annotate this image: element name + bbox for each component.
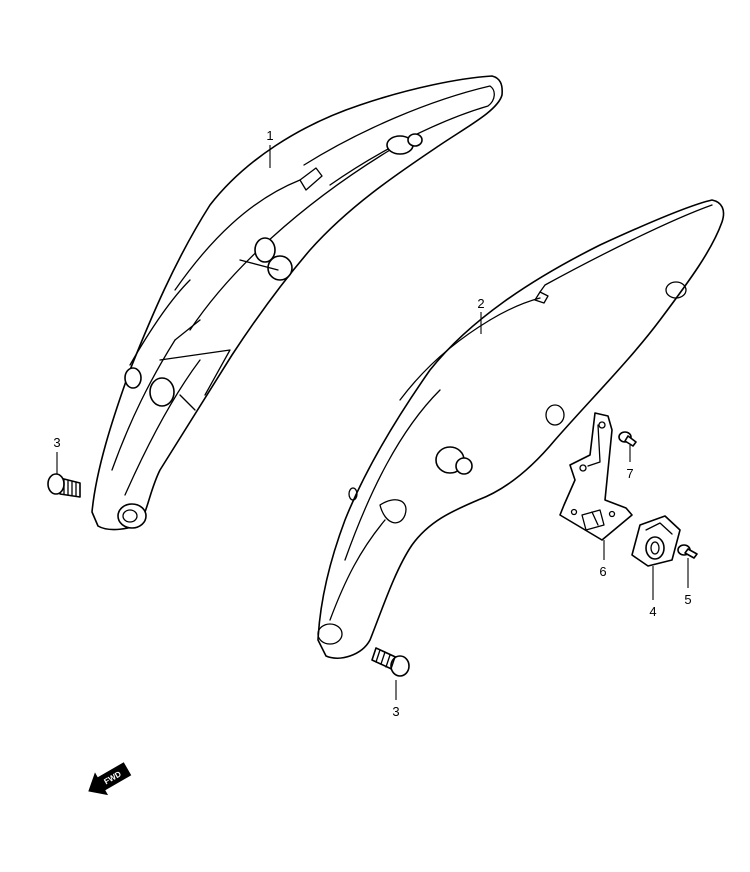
- callout-5: 5: [684, 592, 691, 607]
- bolt-left: [47, 473, 81, 498]
- callout-3-left: 3: [53, 435, 60, 450]
- callout-3-bottom: 3: [392, 704, 399, 719]
- callout-4: 4: [649, 604, 656, 619]
- leader-lines: [56, 145, 689, 700]
- fwd-arrow-icon: FWD: [88, 762, 132, 796]
- callout-6: 6: [599, 564, 606, 579]
- bolt-bottom: [371, 647, 410, 677]
- callout-1: 1: [266, 128, 273, 143]
- callout-2: 2: [477, 296, 484, 311]
- screw-bracket: [618, 431, 637, 447]
- frame-cover-left: [91, 75, 503, 531]
- screw-clamp: [677, 544, 698, 559]
- callout-7: 7: [626, 466, 633, 481]
- bracket: [559, 412, 633, 541]
- frame-cover-right: [317, 199, 725, 659]
- clamp: [631, 515, 681, 567]
